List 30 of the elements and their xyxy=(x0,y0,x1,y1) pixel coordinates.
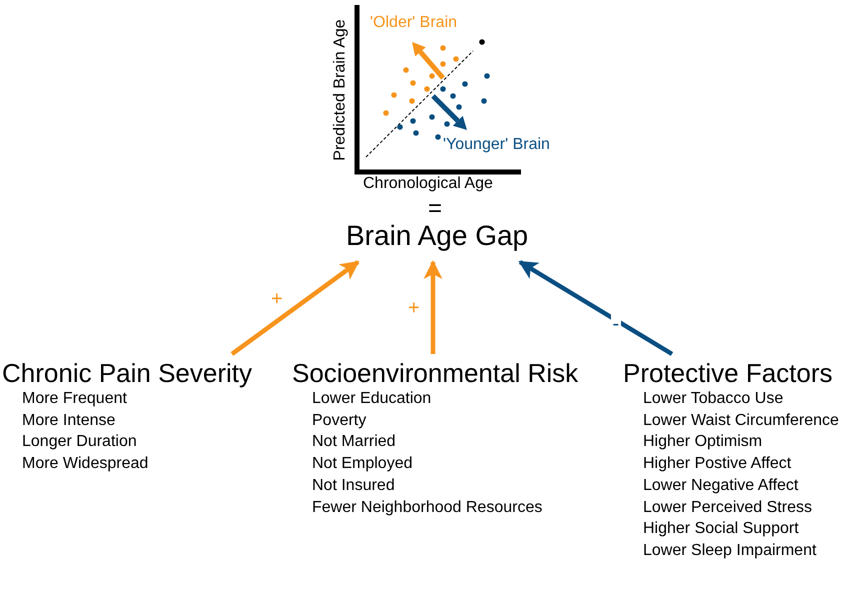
factor-item: Higher Social Support xyxy=(643,519,800,540)
arrow xyxy=(518,260,674,356)
factor-item: Lower Waist Circumference xyxy=(643,410,840,431)
factor-item: More Widespread xyxy=(22,454,150,474)
factor-item: Fewer Neighborhood Resources xyxy=(312,498,544,518)
annotation-label: 'Older' Brain xyxy=(370,14,458,32)
equals-sign: = xyxy=(428,196,442,222)
group-heading: Chronic Pain Severity xyxy=(2,358,252,388)
arrow xyxy=(424,260,442,354)
factor-item: Lower Sleep Impairment xyxy=(643,540,818,561)
factor-item: Higher Postive Affect xyxy=(643,454,792,474)
group-heading: Socioenvironmental Risk xyxy=(292,358,578,388)
annotation-label: 'Younger' Brain xyxy=(443,136,550,154)
factor-item: More Frequent xyxy=(22,389,128,409)
factor-item: Lower Negative Affect xyxy=(643,476,800,496)
factor-item: Not Married xyxy=(312,432,397,452)
group-heading: Protective Factors xyxy=(623,358,834,388)
factor-item: Not Employed xyxy=(312,454,414,474)
factor-item: Lower Perceived Stress xyxy=(643,498,813,518)
result-title: Brain Age Gap xyxy=(346,220,528,252)
factor-item: Poverty xyxy=(312,410,368,431)
axis-label: Chronological Age xyxy=(363,175,493,193)
factor-item: Longer Duration xyxy=(22,432,138,452)
axis-label: Predicted Brain Age xyxy=(331,19,350,161)
factor-item: Lower Tobacco Use xyxy=(643,389,784,409)
factor-item: Not Insured xyxy=(312,476,396,496)
factor-item: Lower Education xyxy=(312,389,432,409)
factor-item: Higher Optimism xyxy=(643,432,764,452)
factor-item: More Intense xyxy=(22,410,116,431)
arrow xyxy=(230,260,360,356)
